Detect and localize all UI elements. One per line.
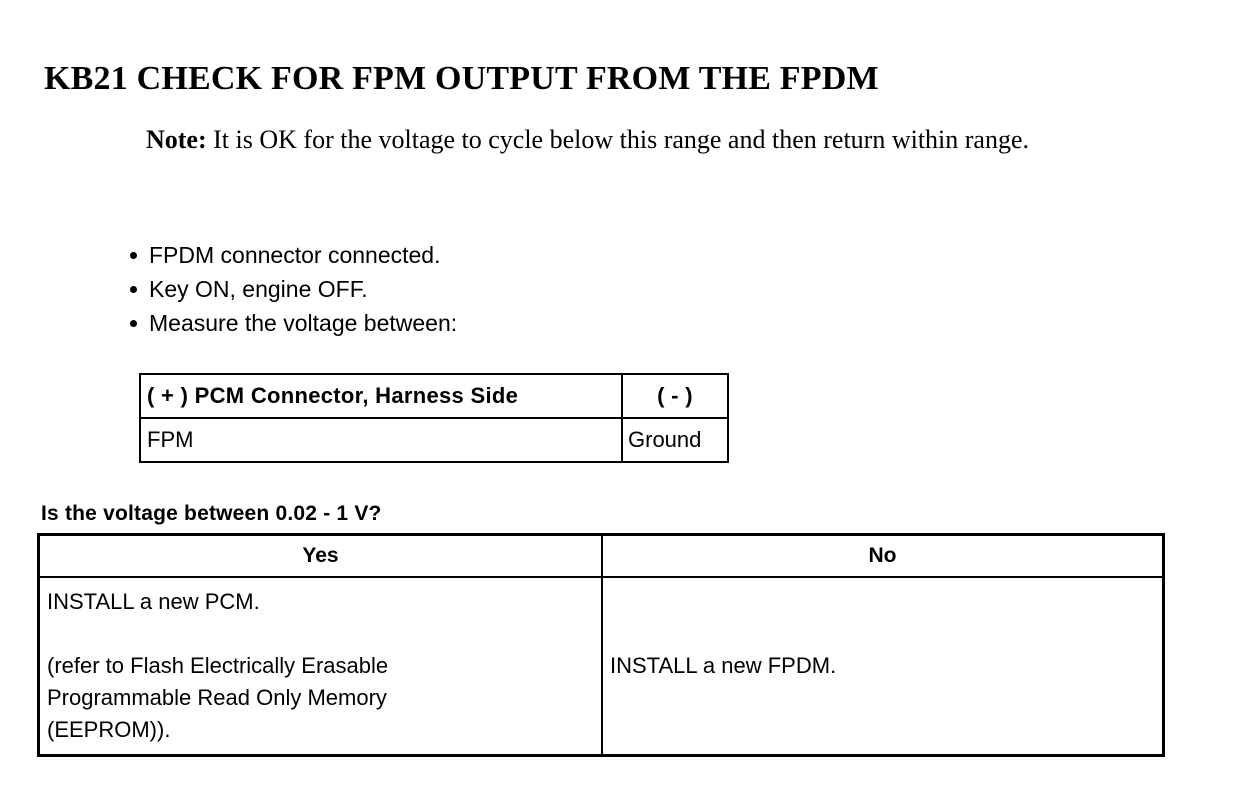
cell-negative-signal: Ground [621,417,729,463]
yes-action-line: Programmable Read Only Memory [47,685,387,710]
column-header-positive: ( + ) PCM Connector, Harness Side [139,373,623,419]
list-item-label: Measure the voltage between: [149,310,458,336]
table-row: INSTALL a new PCM. (refer to Flash Elect… [37,576,1165,757]
list-item: FPDM connector connected. [128,238,457,272]
note-block: Note: It is OK for the voltage to cycle … [146,120,1196,160]
table-header-row: ( + ) PCM Connector, Harness Side ( - ) [139,373,729,419]
note-label: Note: [146,125,207,154]
connector-measurement-table: ( + ) PCM Connector, Harness Side ( - ) … [139,373,729,463]
list-item-label: FPDM connector connected. [149,242,441,268]
column-header-yes: Yes [37,533,603,578]
list-item: Key ON, engine OFF. [128,272,457,306]
decision-table: Yes No INSTALL a new PCM. (refer to Flas… [37,533,1165,757]
page-title: KB21 CHECK FOR FPM OUTPUT FROM THE FPDM [44,59,879,97]
bullet-dot-icon [130,252,137,259]
yes-action-line: INSTALL a new PCM. [47,589,260,614]
cell-yes-action: INSTALL a new PCM. (refer to Flash Elect… [37,576,603,757]
yes-action-line: (refer to Flash Electrically Erasable [47,653,389,678]
column-header-no: No [601,533,1165,578]
cell-positive-signal: FPM [139,417,623,463]
condition-list: FPDM connector connected. Key ON, engine… [128,238,457,340]
cell-no-action: INSTALL a new FPDM. [601,576,1165,757]
no-action-line: INSTALL a new FPDM. [610,653,837,678]
bullet-dot-icon [130,320,137,327]
column-header-negative: ( - ) [621,373,729,419]
bullet-dot-icon [130,286,137,293]
list-item-label: Key ON, engine OFF. [149,276,368,302]
table-row: FPM Ground [139,417,729,463]
list-item: Measure the voltage between: [128,306,457,340]
yes-action-line: (EEPROM)). [47,717,171,742]
note-text: It is OK for the voltage to cycle below … [213,125,1030,154]
yes-action-blank-line [47,618,601,650]
diagnostic-question: Is the voltage between 0.02 - 1 V? [41,502,382,525]
table-header-row: Yes No [37,533,1165,578]
